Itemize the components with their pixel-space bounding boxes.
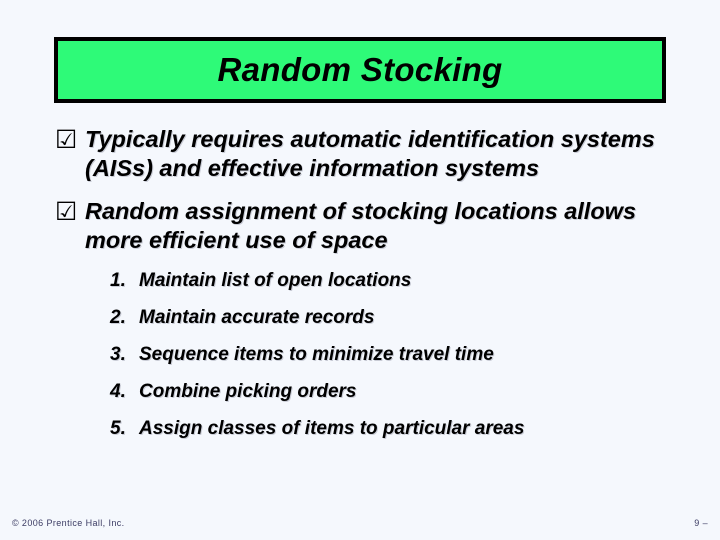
numbered-list: 1. Maintain list of open locations 2. Ma… — [0, 269, 720, 440]
checked-ballot-box-icon: ☑ — [55, 125, 78, 154]
slide-body: ☑ Typically requires automatic identific… — [0, 125, 720, 454]
page-number: 9 – — [694, 518, 708, 528]
list-item-label: Maintain accurate records — [139, 307, 375, 328]
copyright-notice: © 2006 Prentice Hall, Inc. — [12, 518, 125, 528]
list-item-number: 4. — [110, 381, 126, 402]
bullet-item: ☑ Random assignment of stocking location… — [0, 197, 720, 255]
bullet-item-label: Typically requires automatic identificat… — [85, 126, 655, 181]
list-item-label: Sequence items to minimize travel time — [139, 344, 494, 365]
list-item-label: Combine picking orders — [139, 381, 357, 402]
list-item-number: 2. — [110, 307, 126, 328]
list-item-label: Maintain list of open locations — [139, 270, 412, 291]
slide-title-box: Random Stocking — [54, 37, 666, 103]
list-item: 5. Assign classes of items to particular… — [0, 417, 720, 440]
list-item: 1. Maintain list of open locations — [0, 269, 720, 292]
list-item-number: 3. — [110, 344, 126, 365]
list-item-label: Assign classes of items to particular ar… — [139, 418, 525, 439]
list-item: 4. Combine picking orders — [0, 380, 720, 403]
list-item: 2. Maintain accurate records — [0, 306, 720, 329]
bullet-item-label: Random assignment of stocking locations … — [85, 198, 637, 253]
list-item: 3. Sequence items to minimize travel tim… — [0, 343, 720, 366]
list-item-number: 5. — [110, 418, 126, 439]
page-title: Random Stocking — [217, 51, 503, 88]
bullet-item: ☑ Typically requires automatic identific… — [0, 125, 720, 183]
list-item-number: 1. — [110, 270, 126, 291]
checked-ballot-box-icon: ☑ — [55, 197, 78, 226]
